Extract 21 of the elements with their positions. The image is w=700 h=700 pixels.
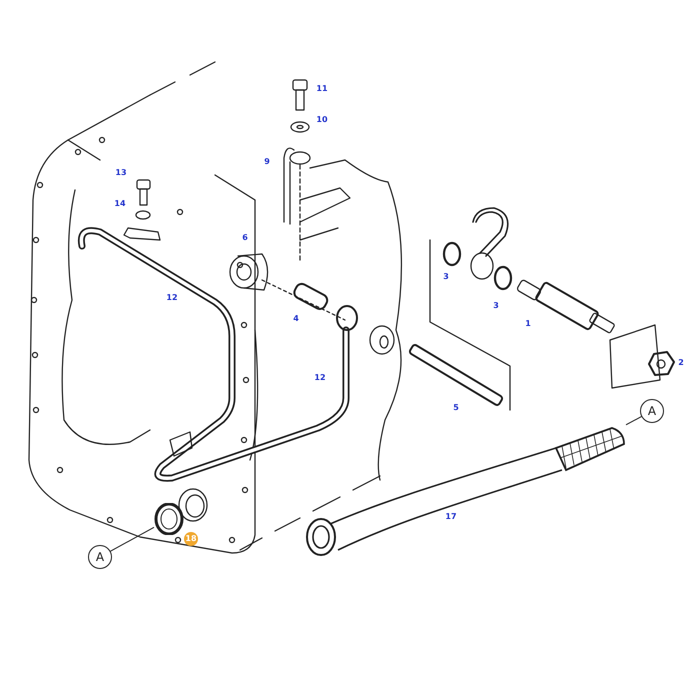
callout-number: 1 <box>525 319 531 329</box>
callout-number: 18 <box>184 532 198 546</box>
callout-number: 5 <box>453 403 459 413</box>
callout-number: 10 <box>316 115 328 125</box>
callout-number: 12 <box>314 373 326 383</box>
callout-number: 13 <box>115 168 127 178</box>
callout-number: 9 <box>264 157 270 167</box>
callout-number: 17 <box>445 512 457 522</box>
leader-line <box>110 526 154 552</box>
callout-number: 14 <box>114 199 126 209</box>
sealing-ring <box>154 503 184 535</box>
leader-line <box>626 416 642 426</box>
callout-number: 3 <box>443 272 449 282</box>
callout-number: 4 <box>293 314 299 324</box>
callout-number: 6 <box>242 233 248 243</box>
reference-circle: A <box>88 545 112 569</box>
callout-number: 11 <box>316 84 328 94</box>
reference-circle: A <box>640 399 664 423</box>
callout-number: 2 <box>678 358 684 368</box>
callout-number: 3 <box>493 301 499 311</box>
callout-number: 12 <box>166 293 178 303</box>
